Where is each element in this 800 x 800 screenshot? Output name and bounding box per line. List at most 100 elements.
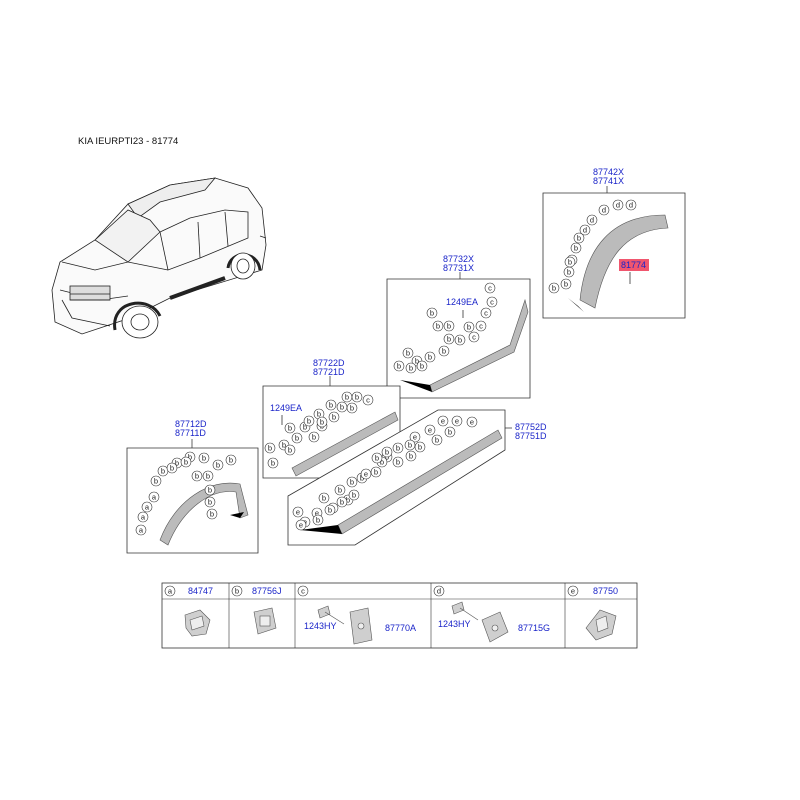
- callout-circle: [432, 320, 444, 332]
- callout-letter: b: [352, 491, 356, 500]
- callout-letter: e: [413, 433, 417, 442]
- callout-letter: e: [299, 521, 303, 530]
- rear-door-clip-label: 1249EA: [446, 297, 478, 307]
- callout-letter: e: [455, 417, 459, 426]
- callout-letter: b: [216, 461, 220, 470]
- callout-circle: [135, 524, 147, 536]
- callout-letter: e: [470, 418, 474, 427]
- callout-letter: b: [435, 436, 439, 445]
- callout-circle: [475, 320, 487, 332]
- callout-letter: b: [195, 472, 199, 481]
- callout-letter: e: [315, 509, 319, 518]
- callout-circle: [438, 345, 450, 357]
- callout-circle: [334, 484, 346, 496]
- callout-circle: [486, 296, 498, 308]
- callout-letter: b: [397, 362, 401, 371]
- callout-letter: b: [360, 474, 364, 483]
- callout-circle: [328, 411, 340, 423]
- callout-letter: b: [467, 323, 471, 332]
- callout-letter: b: [288, 424, 292, 433]
- callout-letter: b: [307, 417, 311, 426]
- rear-arch-callouts: dddddbbbbbbb: [548, 199, 637, 294]
- callout-circle: [466, 416, 478, 428]
- callout-circle: [392, 442, 404, 454]
- callout-letter: b: [208, 498, 212, 507]
- legend-letter-e: e: [571, 587, 575, 596]
- callout-letter: b: [346, 496, 350, 505]
- callout-letter: b: [202, 454, 206, 463]
- callout-circle: [180, 456, 192, 468]
- callout-circle: [437, 415, 449, 427]
- callout-letter: a: [152, 493, 157, 502]
- callout-circle: [484, 282, 496, 294]
- callout-letter: a: [139, 526, 144, 535]
- callout-letter: b: [577, 234, 581, 243]
- callout-letter: b: [338, 486, 342, 495]
- callout-letter: b: [320, 418, 324, 427]
- rear-arch-label-1: 87742X: [593, 167, 624, 177]
- callout-letter: b: [385, 448, 389, 457]
- callout-circle: [381, 446, 393, 458]
- vehicle-illustration: [51, 177, 267, 339]
- callout-letter: b: [428, 353, 432, 362]
- callout-circle: [191, 470, 203, 482]
- callout-circle: [346, 402, 358, 414]
- callout-letter: b: [430, 309, 434, 318]
- callout-letter: e: [364, 470, 368, 479]
- highlight-part-label: 81774: [621, 260, 646, 270]
- callout-letter: b: [406, 349, 410, 358]
- callout-letter: b: [350, 478, 354, 487]
- clip-87750-icon: [585, 609, 617, 641]
- front-door-label-2: 87721D: [313, 367, 345, 377]
- legend-table: a 84747 b 87756J c 1243HY 87770A d 1243H…: [161, 582, 638, 649]
- callout-letter: d: [616, 201, 620, 210]
- callout-circle: [598, 204, 610, 216]
- callout-circle: [198, 452, 210, 464]
- callout-letter: a: [145, 503, 150, 512]
- callout-letter: b: [396, 458, 400, 467]
- callout-letter: b: [317, 410, 321, 419]
- callout-circle: [312, 514, 324, 526]
- callout-circle: [586, 214, 598, 226]
- callout-circle: [370, 466, 382, 478]
- callout-letter: b: [184, 458, 188, 467]
- callout-circle: [225, 454, 237, 466]
- callout-circle: [625, 199, 637, 211]
- callout-circle: [212, 459, 224, 471]
- legend-part-c-2: 87770A: [385, 623, 416, 633]
- callout-letter: b: [282, 441, 286, 450]
- callout-letter: e: [441, 417, 445, 426]
- callout-circle: [443, 333, 455, 345]
- callout-circle: [393, 360, 405, 372]
- callout-letter: b: [568, 258, 572, 267]
- callout-letter: b: [268, 444, 272, 453]
- highlight-box: [619, 259, 649, 271]
- callout-circle: [402, 347, 414, 359]
- callout-circle: [267, 457, 279, 469]
- callout-letter: c: [490, 298, 494, 307]
- callout-circle: [351, 391, 363, 403]
- callout-letter: b: [328, 506, 332, 515]
- callout-letter: b: [409, 452, 413, 461]
- callout-circle: [303, 415, 315, 427]
- callout-circle: [292, 506, 304, 518]
- callout-letter: b: [567, 268, 571, 277]
- callout-letter: b: [447, 335, 451, 344]
- callout-circle: [426, 307, 438, 319]
- front-arch-label-1: 87712D: [175, 419, 207, 429]
- callout-letter: b: [340, 498, 344, 507]
- callout-circle: [405, 450, 417, 462]
- callout-letter: a: [141, 513, 146, 522]
- callout-letter: b: [408, 441, 412, 450]
- legend-letter-b: b: [235, 587, 239, 596]
- callout-letter: d: [590, 216, 594, 225]
- legend-letter-a: a: [168, 587, 173, 596]
- callout-circle: [451, 415, 463, 427]
- rear-arch-label-2: 87741X: [593, 176, 624, 186]
- callout-circle: [284, 422, 296, 434]
- callout-letter: c: [472, 333, 476, 342]
- callout-letter: b: [420, 362, 424, 371]
- callout-letter: b: [206, 472, 210, 481]
- callout-circle: [463, 321, 475, 333]
